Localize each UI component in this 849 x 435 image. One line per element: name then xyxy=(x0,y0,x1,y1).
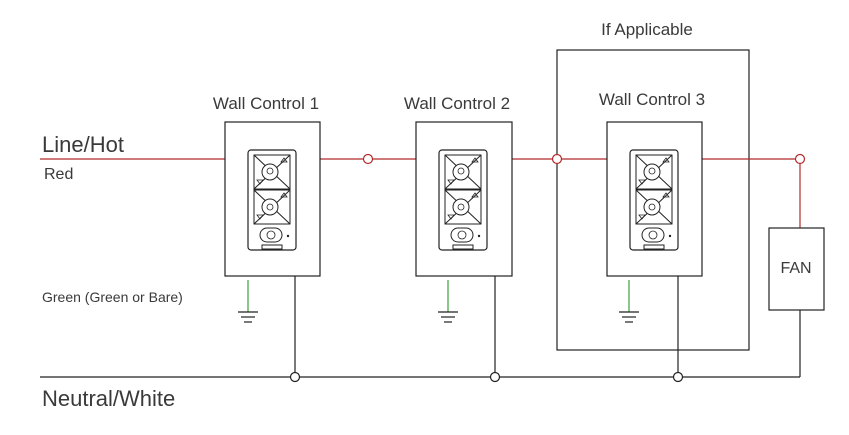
hot-node-fan xyxy=(794,153,806,165)
ground-2 xyxy=(438,280,458,323)
green-label: Green (Green or Bare) xyxy=(42,289,183,305)
line-hot-label: Line/Hot xyxy=(42,132,124,157)
hot-node-2 xyxy=(551,153,563,165)
wall-control-3-label: Wall Control 3 xyxy=(599,90,705,109)
neutral-node-1 xyxy=(289,371,301,383)
ground-1 xyxy=(238,280,258,323)
neutral-node-3 xyxy=(672,371,684,383)
hot-node-1 xyxy=(362,153,374,165)
wall-control-3 xyxy=(606,121,703,277)
wall-control-2-label: Wall Control 2 xyxy=(404,94,510,113)
ground-3 xyxy=(619,280,639,323)
if-applicable-label: If Applicable xyxy=(601,20,693,39)
fan-box: FAN xyxy=(768,227,825,311)
wall-control-1 xyxy=(224,121,321,277)
neutral-label: Neutral/White xyxy=(42,386,175,411)
wall-control-1-label: Wall Control 1 xyxy=(213,94,319,113)
red-label: Red xyxy=(44,166,73,183)
neutral-node-2 xyxy=(489,371,501,383)
fan-label: FAN xyxy=(780,260,811,277)
wall-control-2 xyxy=(415,121,513,277)
